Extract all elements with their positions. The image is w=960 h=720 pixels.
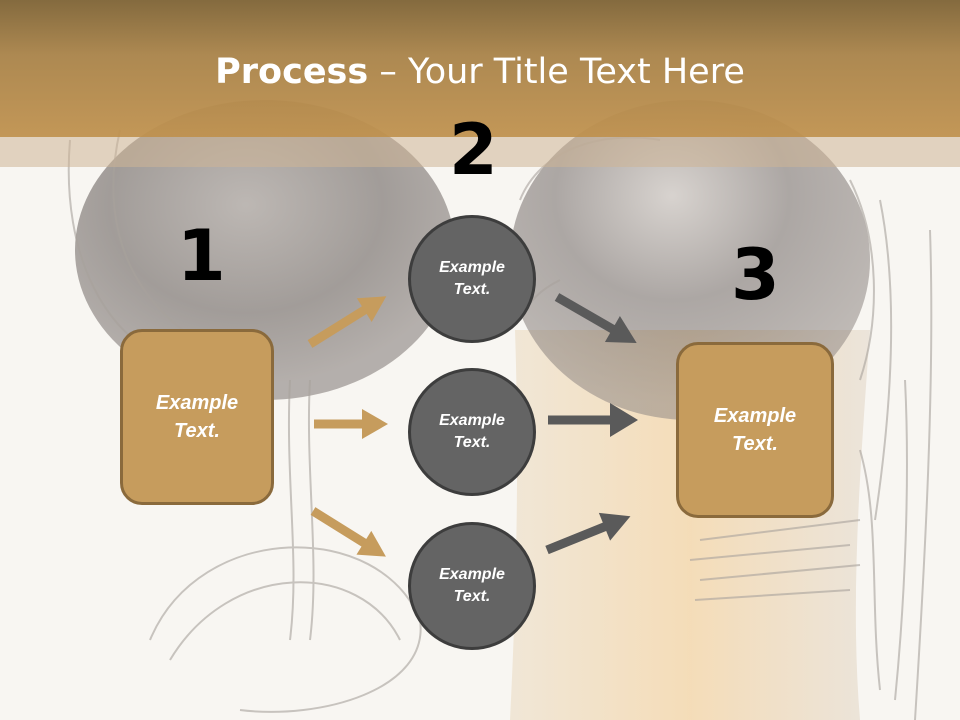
circle-top-line2: Text. xyxy=(453,281,491,298)
circle-bottom-line1: Example xyxy=(439,565,505,583)
step-2-circle-top: Example Text. xyxy=(408,215,536,343)
step-3-box-label: Example Text. xyxy=(714,402,796,458)
circle-bottom-label: Example Text. xyxy=(439,564,505,609)
step-number-3: 3 xyxy=(731,234,780,316)
arrow-left-to-middle xyxy=(314,409,388,439)
arrow-top-to-right xyxy=(554,293,637,343)
circle-top-label: Example Text. xyxy=(439,257,505,302)
step-1-box-line2: Text. xyxy=(174,420,220,442)
step-3-box-line2: Text. xyxy=(732,433,778,455)
circle-top-line1: Example xyxy=(439,258,505,276)
title-bar-band xyxy=(0,137,960,167)
title-bar xyxy=(0,0,960,137)
slide-title: Process – Your Title Text Here xyxy=(0,52,960,92)
arrow-left-to-bottom xyxy=(310,507,386,557)
step-number-2: 2 xyxy=(449,109,498,191)
step-number-1: 1 xyxy=(177,215,226,297)
circle-middle-line2: Text. xyxy=(453,434,491,451)
title-rest: – Your Title Text Here xyxy=(368,52,745,92)
step-2-circle-bottom: Example Text. xyxy=(408,522,536,650)
circle-middle-label: Example Text. xyxy=(439,410,505,455)
step-1-box: Example Text. xyxy=(120,329,274,505)
arrow-middle-to-right xyxy=(548,403,638,437)
circle-middle-line1: Example xyxy=(439,411,505,429)
step-3-box-line1: Example xyxy=(713,405,797,427)
circle-bottom-line2: Text. xyxy=(453,588,491,605)
arrow-left-to-top xyxy=(307,296,387,348)
arrow-bottom-to-right xyxy=(545,512,631,555)
step-3-box: Example Text. xyxy=(676,342,834,518)
step-1-box-label: Example Text. xyxy=(156,389,238,445)
step-2-circle-middle: Example Text. xyxy=(408,368,536,496)
step-1-box-line1: Example xyxy=(155,392,239,414)
title-bold: Process xyxy=(215,52,369,92)
